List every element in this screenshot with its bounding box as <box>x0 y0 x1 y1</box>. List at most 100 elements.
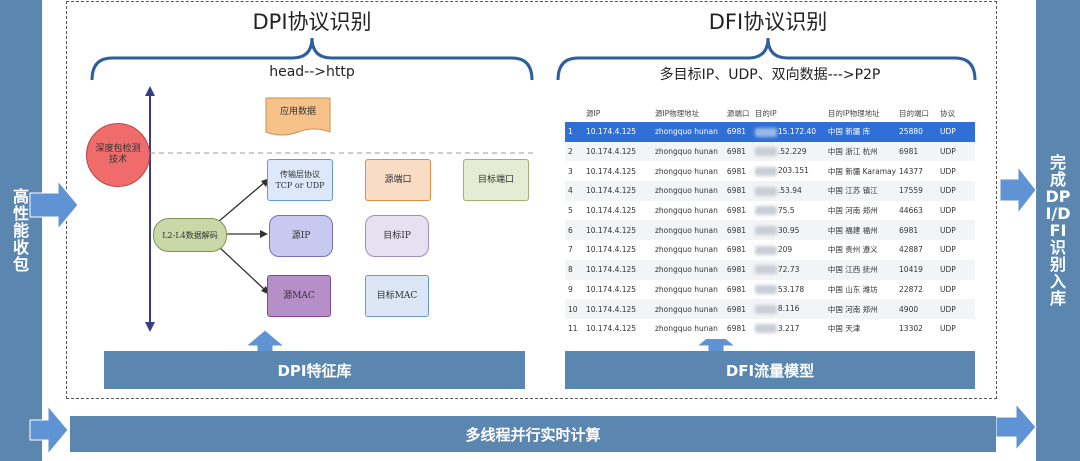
right-bar-char: 入 <box>1049 272 1066 291</box>
column-header[interactable]: 目的端口 <box>899 108 930 118</box>
table-cell: 3 <box>565 161 583 182</box>
table-cell: .52.229 <box>751 141 825 162</box>
dest-ip-partial: 30.95 <box>777 225 800 235</box>
l2-l4-decoder: L2-L4数据解码 <box>153 218 227 252</box>
dest-ip-partial: 15.172.40 <box>777 127 817 137</box>
table-cell: 6981 <box>723 220 752 241</box>
column-header[interactable]: 源IP <box>585 108 601 118</box>
table-cell: 4900 <box>896 299 937 319</box>
table-cell: 6 <box>565 220 583 241</box>
table-cell: 11 <box>565 318 583 339</box>
right-bar-char: DP <box>1045 187 1071 206</box>
table-cell: 209 <box>751 240 825 260</box>
table-cell: 6981 <box>723 299 752 319</box>
dest-mac-box: 目标MAC <box>365 275 429 317</box>
high-performance-capture-bar: 高性能收包 <box>0 0 42 461</box>
redacted-ip-mask <box>754 285 777 295</box>
table-cell: 22872 <box>896 279 937 300</box>
redacted-ip-mask <box>754 265 777 275</box>
redacted-ip-mask <box>754 226 777 236</box>
table-header-row: 源IP 源IP物理地址 源端口目的IP 目的IP物理地址 目的端口协议 <box>565 104 975 122</box>
table-cell: 17559 <box>896 181 937 201</box>
table-cell: UDP <box>937 161 975 182</box>
table-cell: 6981 <box>723 200 752 221</box>
column-header[interactable]: 目的IP物理地址 <box>827 108 880 118</box>
table-cell: 6981 <box>723 279 752 300</box>
table-cell: zhongquo hunan <box>651 318 724 339</box>
table-cell: 53.178 <box>751 279 825 300</box>
arrow-right-icon <box>999 165 1037 215</box>
table-cell: UDP <box>937 279 975 300</box>
table-cell: 7 <box>565 240 583 260</box>
multithread-compute-bar: 多线程并行实时计算 <box>70 416 996 452</box>
table-cell: zhongquo hunan <box>651 161 724 182</box>
table-cell: 中国 新疆 库 <box>824 122 897 142</box>
table-cell: 203.151 <box>751 161 825 182</box>
redacted-ip-mask <box>754 127 777 137</box>
left-bar-char: 高 <box>12 187 29 206</box>
right-bar-char: I/D <box>1045 204 1071 223</box>
table-cell: 中国 河南 郑州 <box>824 200 897 221</box>
table-cell: 6981 <box>723 259 752 280</box>
table-cell: 中国 浙江 杭州 <box>824 141 897 162</box>
table-cell: 中国 天津 <box>824 318 897 339</box>
column-header[interactable]: 目的IP <box>754 108 777 118</box>
redacted-ip-mask <box>754 324 777 334</box>
left-bar-char: 收 <box>12 238 29 257</box>
table-cell: 10.174.4.125 <box>582 318 652 339</box>
table-cell: 中国 江苏 镇江 <box>824 181 897 201</box>
table-cell: 6981 <box>896 220 937 241</box>
dfi-flow-model-bar: DFI流量模型 <box>565 351 975 389</box>
table-cell: 中国 新疆 Karamay <box>824 161 897 182</box>
column-header[interactable]: 源IP物理地址 <box>654 108 700 118</box>
table-cell: 8.116 <box>751 299 825 319</box>
column-header[interactable]: 协议 <box>940 108 955 118</box>
right-bar-char: 识 <box>1049 238 1066 257</box>
source-ip-box: 源IP <box>269 215 333 257</box>
table-cell: 13302 <box>896 318 937 339</box>
table-cell: 10419 <box>896 259 937 280</box>
table-cell: 10.174.4.125 <box>582 122 652 142</box>
deep-packet-inspection-circle: 深度包检测技术 <box>86 123 150 187</box>
dest-ip-partial: 53.178 <box>777 284 805 294</box>
table-cell: 10.174.4.125 <box>582 200 652 221</box>
table-cell: 10.174.4.125 <box>582 279 652 300</box>
right-bar-char: 库 <box>1049 289 1066 308</box>
table-cell: zhongquo hunan <box>651 259 724 280</box>
arrow-right-icon <box>995 402 1037 452</box>
table-cell: 2 <box>565 141 583 162</box>
table-cell: zhongquo hunan <box>651 240 724 260</box>
dest-ip-partial: 8.116 <box>777 304 800 314</box>
table-cell: 10.174.4.125 <box>582 141 652 162</box>
table-cell: 3.217 <box>751 318 825 339</box>
table-cell: 42887 <box>896 240 937 260</box>
right-bar-char: 完 <box>1049 153 1066 172</box>
table-cell: UDP <box>937 200 975 221</box>
table-cell: 中国 贵州 遵义 <box>824 240 897 260</box>
table-cell: 6981 <box>723 181 752 201</box>
dest-ip-partial: 72.73 <box>777 264 800 274</box>
dest-ip-partial: 209 <box>777 245 793 255</box>
table-cell: 10.174.4.125 <box>582 161 652 182</box>
table-cell: 72.73 <box>751 259 825 280</box>
redacted-ip-mask <box>754 245 777 255</box>
table-cell: 中国 福建 福州 <box>824 220 897 241</box>
column-header[interactable] <box>565 104 583 122</box>
redacted-ip-mask <box>754 206 777 216</box>
column-header[interactable]: 源端口 <box>726 108 750 118</box>
table-cell: UDP <box>937 240 975 260</box>
dest-port-box: 目标端口 <box>463 159 529 201</box>
dest-ip-partial: .53.94 <box>777 186 802 196</box>
